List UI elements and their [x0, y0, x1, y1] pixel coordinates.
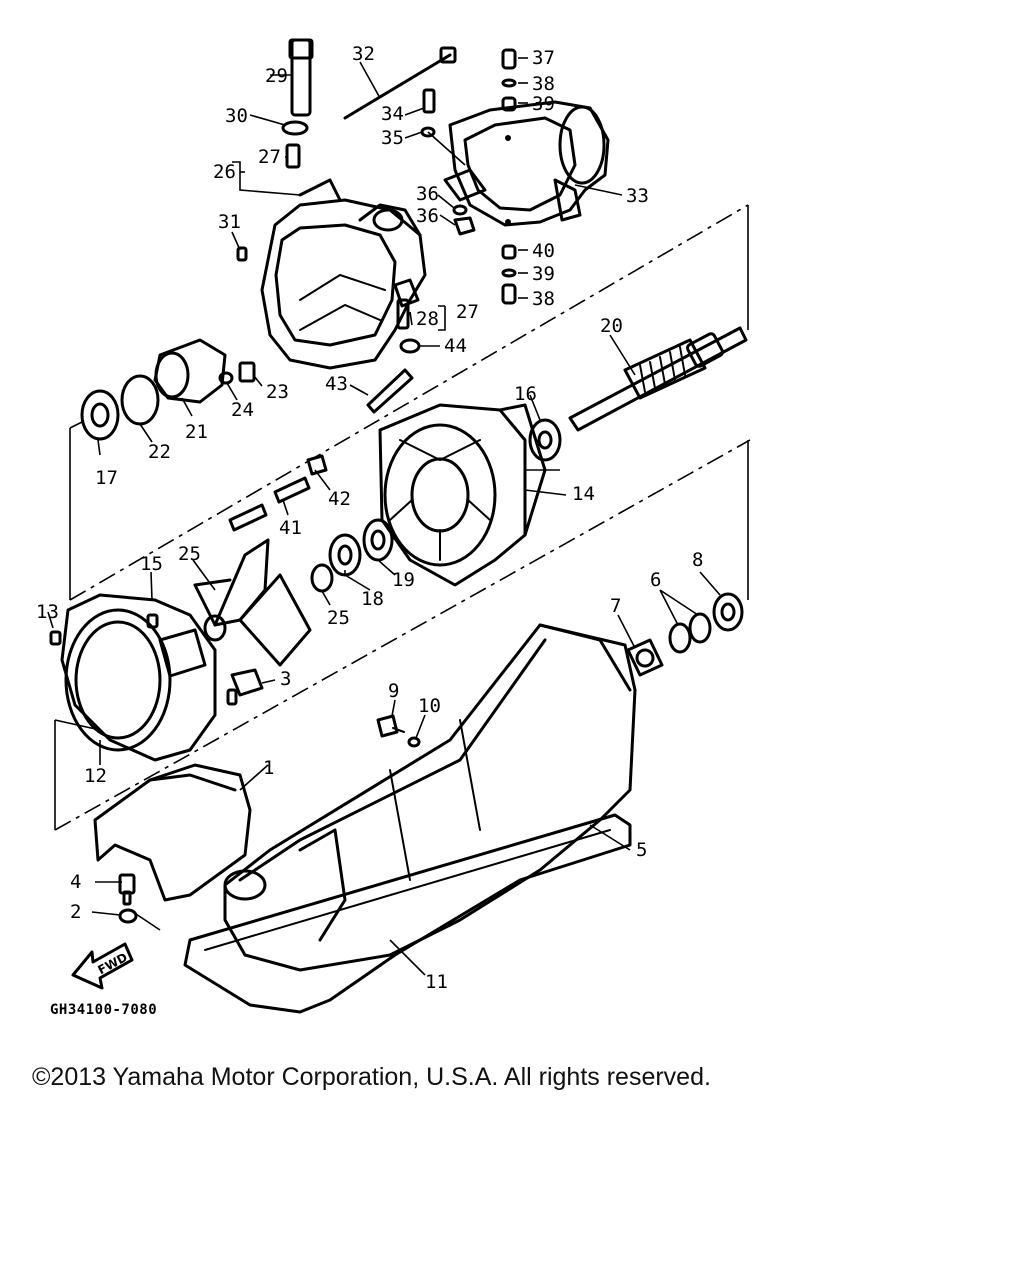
label-part-30: 29 [265, 65, 288, 87]
label-part-38-lower: 38 [532, 288, 555, 310]
label-part-40-lower: 40 [532, 240, 555, 262]
label-part-38-upper: 37 [532, 47, 555, 69]
label-part-18: 18 [361, 588, 384, 610]
label-part-42: 42 [328, 488, 351, 510]
drawing-code: GH34100-7080 [50, 1002, 157, 1018]
part-1-cover [93, 763, 252, 902]
copyright-notice: ©2013 Yamaha Motor Corporation, U.S.A. A… [32, 1063, 711, 1091]
label-part-24: 24 [231, 399, 254, 421]
part-3-bracket [226, 668, 264, 706]
bearings [310, 518, 394, 593]
drive-shaft-assembly [528, 326, 748, 462]
label-part-39-upper: 38 [532, 73, 555, 95]
label-part-37: 36 [416, 205, 439, 227]
label-part-20: 20 [600, 315, 623, 337]
label-part-3: 3 [280, 668, 291, 690]
rods-and-nut [228, 454, 328, 532]
exploded-view-frame [54, 204, 751, 931]
label-part-26: 25 [327, 607, 350, 629]
fwd-label: FWD [95, 950, 129, 977]
label-part-19: 19 [392, 569, 415, 591]
label-part-23: 23 [266, 381, 289, 403]
label-part-21: 21 [185, 421, 208, 443]
lower-bolts [118, 714, 421, 924]
label-part-7: 7 [610, 595, 621, 617]
label-part-15: 15 [140, 553, 163, 575]
forward-direction-arrow: FWD [71, 942, 134, 990]
label-part-13: 13 [36, 601, 59, 623]
label-part-1: 1 [263, 757, 274, 779]
label-part-32: 31 [218, 211, 241, 233]
label-part-11: 11 [425, 971, 448, 993]
nozzle-housing [260, 178, 427, 370]
part-5-plate [183, 813, 632, 1014]
inlet-cap-assembly [80, 338, 227, 441]
label-part-9: 9 [388, 680, 399, 702]
label-part-44: 44 [444, 335, 467, 357]
label-part-39-lower: 39 [532, 263, 555, 285]
part-25-impeller [193, 538, 312, 667]
label-part-4: 4 [70, 871, 81, 893]
coupling-parts [626, 592, 744, 677]
label-part-27-upper: 26 [213, 161, 236, 183]
label-part-40-upper: 39 [532, 93, 555, 115]
label-part-29: 28 [416, 308, 439, 330]
label-part-43: 43 [325, 373, 348, 395]
part-34-deflector [443, 100, 610, 227]
label-part-34: 33 [626, 185, 649, 207]
part-labels: 29 30 27 26 32 34 35 36 36 37 38 39 33 4… [36, 43, 703, 993]
label-part-5: 5 [636, 839, 647, 861]
label-part-8: 8 [692, 549, 703, 571]
label-part-27-lower: 27 [456, 301, 479, 323]
label-part-14: 14 [572, 483, 595, 505]
label-part-16: 16 [514, 383, 537, 405]
label-part-22: 22 [148, 441, 171, 463]
label-part-31: 30 [225, 105, 248, 127]
label-part-12: 12 [84, 765, 107, 787]
label-part-41: 41 [279, 517, 302, 539]
label-part-10: 10 [418, 695, 441, 717]
label-part-36-lower: 36 [416, 183, 439, 205]
top-hardware [218, 38, 517, 414]
diagram-canvas: FWD [36, 38, 751, 1018]
label-part-36-upper: 35 [381, 127, 404, 149]
label-part-35: 34 [381, 103, 404, 125]
label-part-25: 25 [178, 543, 201, 565]
label-part-17: 17 [95, 467, 118, 489]
label-part-28: 27 [258, 146, 281, 168]
part-12-duct [49, 593, 217, 762]
label-part-6: 6 [650, 569, 661, 591]
leader-lines [47, 57, 721, 976]
label-part-2: 2 [70, 901, 81, 923]
part-14-impeller-housing [378, 403, 547, 587]
label-part-33: 32 [352, 43, 375, 65]
